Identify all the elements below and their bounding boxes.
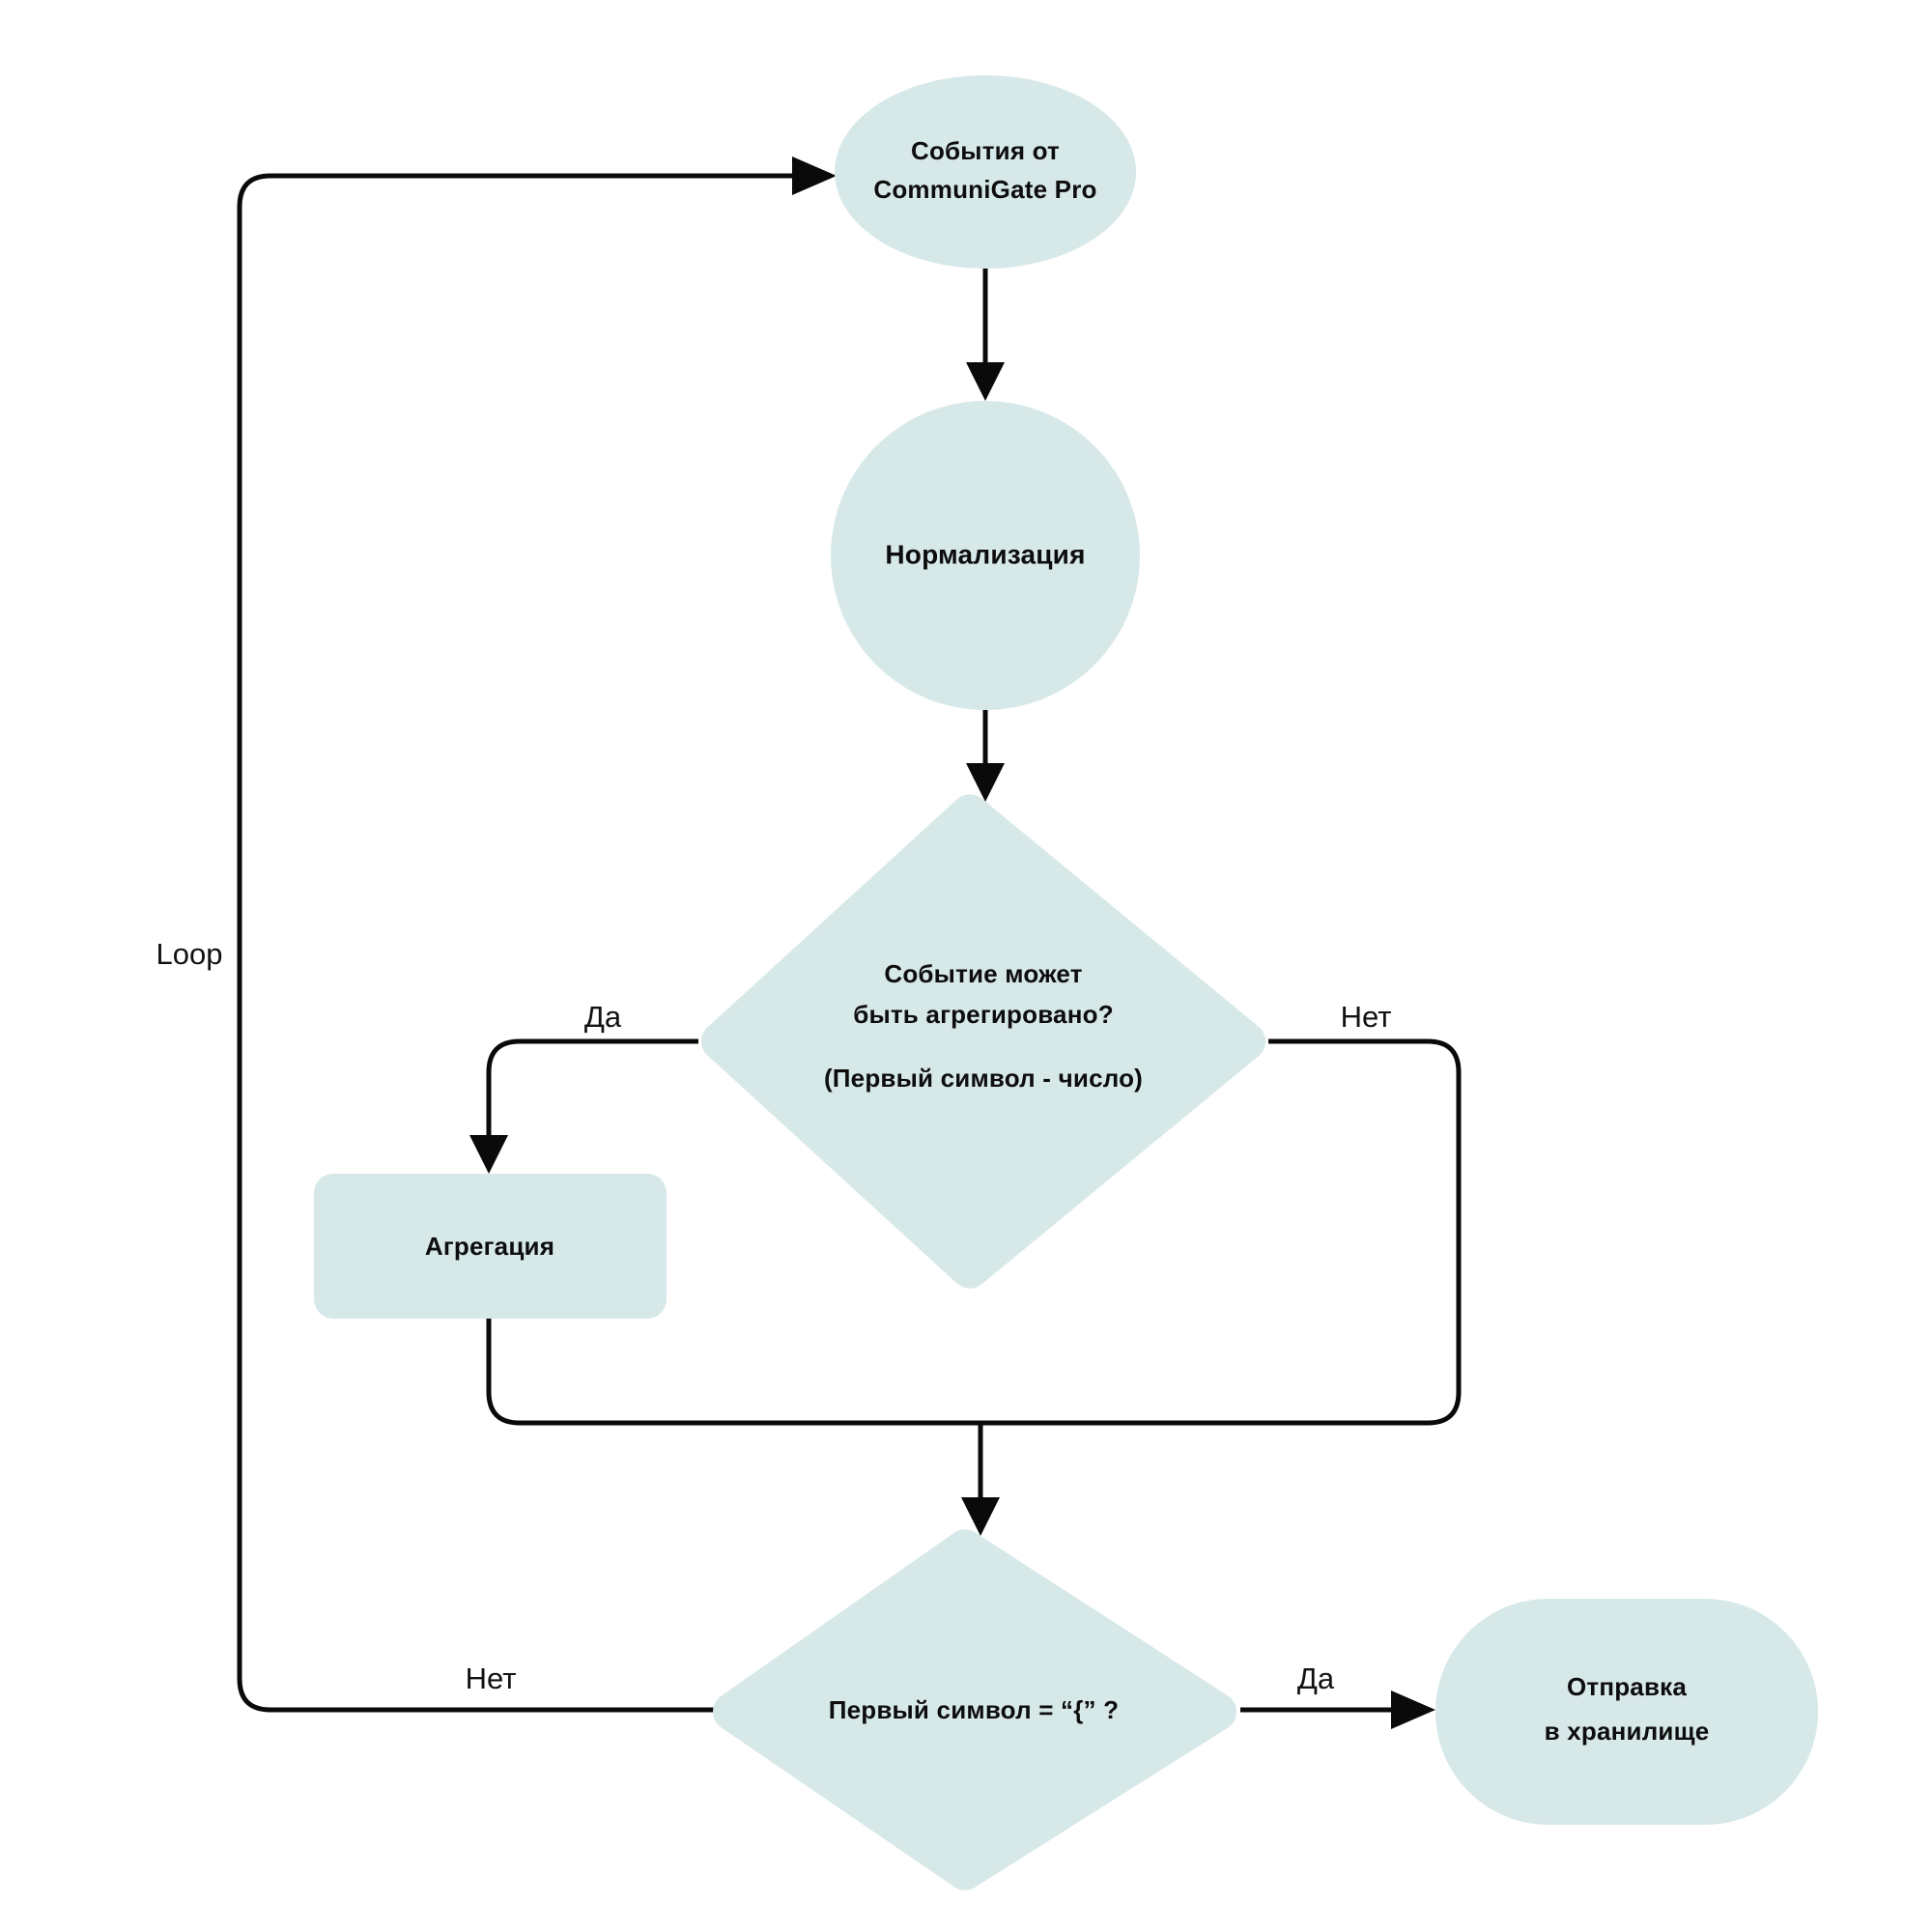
node-send-to-storage-shape: [1435, 1599, 1818, 1825]
node-decision-can-aggregate[interactable]: Событие может быть агрегировано? (Первый…: [701, 794, 1265, 1289]
node-aggregation-label: Агрегация: [425, 1232, 554, 1261]
edge-decision-brace-yes-arrowhead: [1391, 1690, 1435, 1729]
node-decision-first-char-brace[interactable]: Первый символ = “{” ?: [713, 1529, 1236, 1890]
node-decision-first-char-brace-shape: [713, 1529, 1236, 1890]
edge-loop-arrowhead: [792, 156, 837, 195]
node-decision-first-char-brace-label: Первый символ = “{” ?: [829, 1695, 1120, 1724]
edge-source-to-normalize: [966, 269, 1005, 401]
node-decision-can-aggregate-line1: Событие может: [884, 959, 1082, 988]
node-decision-can-aggregate-line2: быть агрегировано?: [853, 1000, 1114, 1029]
edge-label-aggregate-no: Нет: [1341, 1000, 1392, 1034]
edge-aggregation-to-merge: [486, 1319, 980, 1426]
node-normalization[interactable]: Нормализация: [831, 401, 1140, 710]
edge-loop-path: [237, 173, 792, 1713]
node-source-events-line2: CommuniGate Pro: [873, 175, 1096, 204]
node-send-to-storage-line1: Отправка: [1567, 1672, 1687, 1701]
edge-label-aggregate-yes: Да: [584, 1000, 622, 1034]
edge-decision-yes-path: [486, 1038, 698, 1135]
node-normalization-label: Нормализация: [885, 539, 1085, 569]
node-aggregation[interactable]: Агрегация: [314, 1174, 667, 1319]
edge-label-brace-yes: Да: [1297, 1662, 1335, 1695]
edge-label-loop: Loop: [156, 937, 223, 971]
edge-source-normalize-arrowhead: [966, 362, 1005, 401]
node-send-to-storage[interactable]: Отправка в хранилище: [1435, 1599, 1818, 1825]
node-source-events-shape: [835, 75, 1136, 269]
node-aggregation-shape: [314, 1174, 667, 1319]
edge-loop-return: [237, 156, 837, 1713]
node-source-events[interactable]: События от CommuniGate Pro: [835, 75, 1136, 269]
node-decision-can-aggregate-shape: [701, 794, 1265, 1289]
node-source-events-line1: События от: [911, 136, 1060, 165]
node-send-to-storage-line2: в хранилище: [1545, 1717, 1710, 1746]
node-normalization-shape: [831, 401, 1140, 710]
edge-normalize-decision-arrowhead: [966, 763, 1005, 802]
edge-decision-brace-yes: [1240, 1690, 1435, 1729]
node-decision-can-aggregate-line3: (Первый символ - число): [824, 1064, 1143, 1093]
edge-normalize-to-decision-aggregate: [966, 710, 1005, 802]
edge-aggregation-merge-path: [486, 1319, 980, 1426]
edge-merge-to-decision-brace: [961, 1423, 1000, 1536]
edge-decision-no-path: [980, 1038, 1462, 1426]
edge-decision-aggregate-no: [980, 1038, 1462, 1426]
edge-merge-decision-arrowhead: [961, 1497, 1000, 1536]
edge-decision-aggregate-yes: [469, 1038, 698, 1174]
edge-decision-yes-arrowhead: [469, 1135, 508, 1174]
edge-label-brace-no: Нет: [466, 1662, 517, 1695]
